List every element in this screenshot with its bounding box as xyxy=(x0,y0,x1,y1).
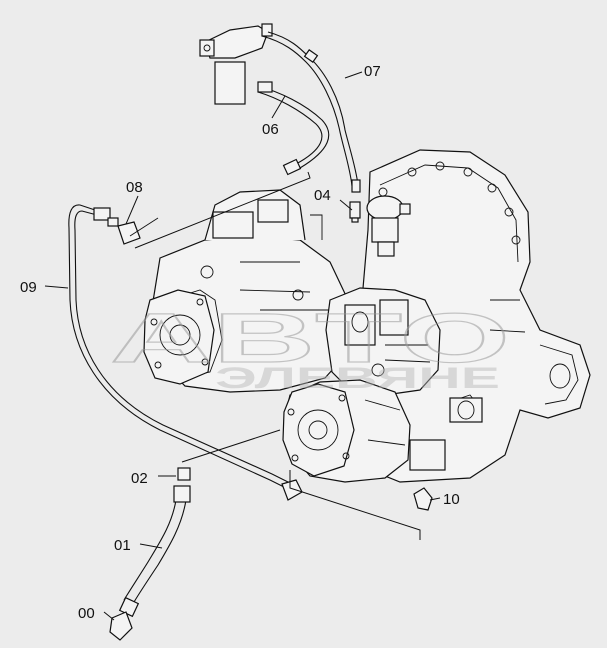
callout-09: 09 xyxy=(20,279,37,296)
leader-10 xyxy=(429,497,441,501)
pipe-09-fitting-top xyxy=(93,207,111,221)
hose-07-fitting-bottom xyxy=(351,179,361,193)
leader-04 xyxy=(339,199,353,211)
front-pump xyxy=(282,379,483,483)
hose-01-fitting-top xyxy=(173,485,191,503)
leader-06 xyxy=(271,95,286,119)
hose-07 xyxy=(267,31,359,186)
pipe-09 xyxy=(68,204,291,491)
callout-02: 02 xyxy=(131,470,148,487)
fitting-02 xyxy=(177,467,191,481)
pipe-09-inner xyxy=(74,210,293,485)
callout-01: 01 xyxy=(114,537,131,554)
hose-01-outer xyxy=(123,499,177,601)
callout-04: 04 xyxy=(314,187,331,204)
callout-00: 00 xyxy=(78,605,95,622)
sensor-04-assembly xyxy=(366,195,411,257)
pipe-09-fitting-bottom xyxy=(281,479,303,501)
hose-07-fitting-top xyxy=(303,49,319,63)
leader-00 xyxy=(103,611,115,621)
callout-10: 10 xyxy=(443,491,460,508)
callout-08: 08 xyxy=(126,179,143,196)
callout-06: 06 xyxy=(262,121,279,138)
ref-line-02 xyxy=(181,429,281,463)
hose-07-inner xyxy=(261,35,353,187)
fitting-10 xyxy=(413,487,433,511)
hose-01 xyxy=(133,499,187,603)
leader-09 xyxy=(44,285,69,289)
callout-07: 07 xyxy=(364,63,381,80)
hose-06-fitting-top xyxy=(257,81,273,93)
fitting-08 xyxy=(107,217,159,245)
leader-08 xyxy=(125,195,139,225)
ref-line-filter-to-pump xyxy=(134,171,311,249)
hose-06-fitting-bottom xyxy=(282,158,302,176)
ref-line-10 xyxy=(289,470,421,540)
leader-07 xyxy=(344,71,363,79)
center-pump xyxy=(325,287,441,396)
elbow-00 xyxy=(109,611,133,641)
watermark-line1: ABTO xyxy=(110,299,510,377)
leader-01 xyxy=(139,543,163,549)
watermark: ABTO ЭЛЕВЯНЕ xyxy=(109,298,510,395)
hose-06-inner xyxy=(257,91,323,165)
hose-06 xyxy=(257,85,330,169)
main-pump-left xyxy=(143,189,351,393)
filter-assembly xyxy=(199,23,273,105)
watermark-line2: ЭЛЕВЯНЕ xyxy=(215,362,500,395)
